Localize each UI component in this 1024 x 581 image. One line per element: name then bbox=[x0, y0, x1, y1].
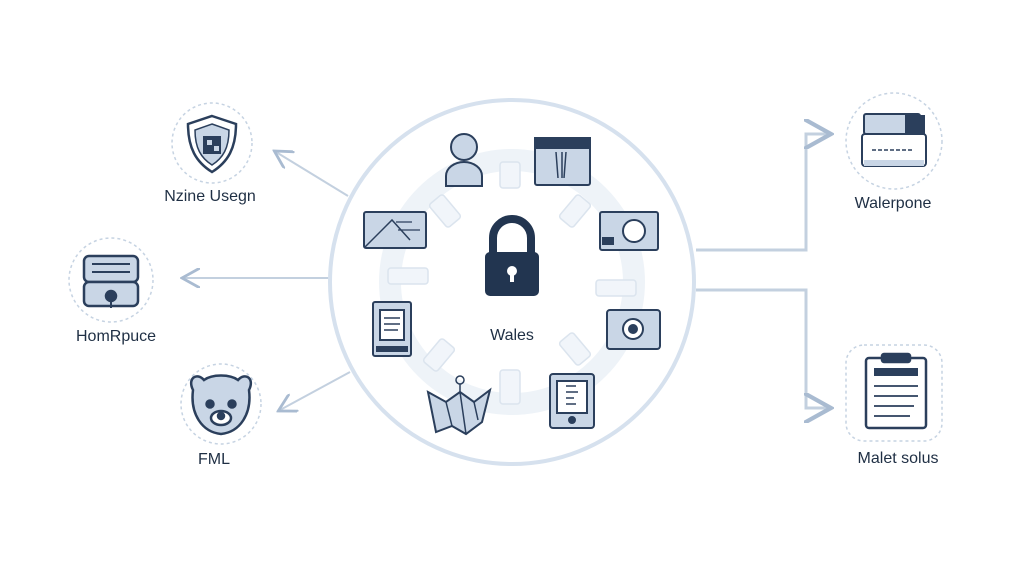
ring-segments bbox=[387, 161, 637, 405]
device-tablet-icon bbox=[372, 301, 412, 357]
id-card-icon bbox=[599, 211, 659, 251]
wallet-stack-icon bbox=[861, 113, 927, 167]
shield-icon bbox=[186, 114, 238, 174]
left-connectors bbox=[184, 152, 351, 410]
node-label-wallet: Walerpone bbox=[854, 195, 932, 212]
node-label-vault: HomRpuce bbox=[75, 328, 157, 345]
safe-vault-icon bbox=[82, 254, 140, 308]
right-connectors bbox=[696, 134, 828, 408]
padlock-icon bbox=[485, 215, 539, 296]
hub-label: Wales bbox=[490, 327, 534, 344]
connector-top-left bbox=[276, 152, 349, 197]
connector-top-right bbox=[696, 134, 828, 252]
connector-bottom-right bbox=[696, 288, 828, 408]
folder-icon bbox=[534, 137, 591, 186]
map-card-icon bbox=[363, 211, 427, 249]
bear-face-icon bbox=[189, 374, 253, 436]
user-icon bbox=[445, 133, 483, 187]
node-label-shield: Nzine Usegn bbox=[164, 188, 256, 205]
map-icon bbox=[426, 375, 492, 436]
connector-bottom-left bbox=[280, 371, 351, 410]
node-label-bear: FML bbox=[198, 451, 230, 468]
clipboard-document-icon bbox=[864, 352, 928, 430]
node-label-clipboard: Malet solus bbox=[857, 450, 939, 467]
document-tablet-icon bbox=[549, 373, 595, 429]
screen-toggle-icon bbox=[606, 309, 661, 350]
